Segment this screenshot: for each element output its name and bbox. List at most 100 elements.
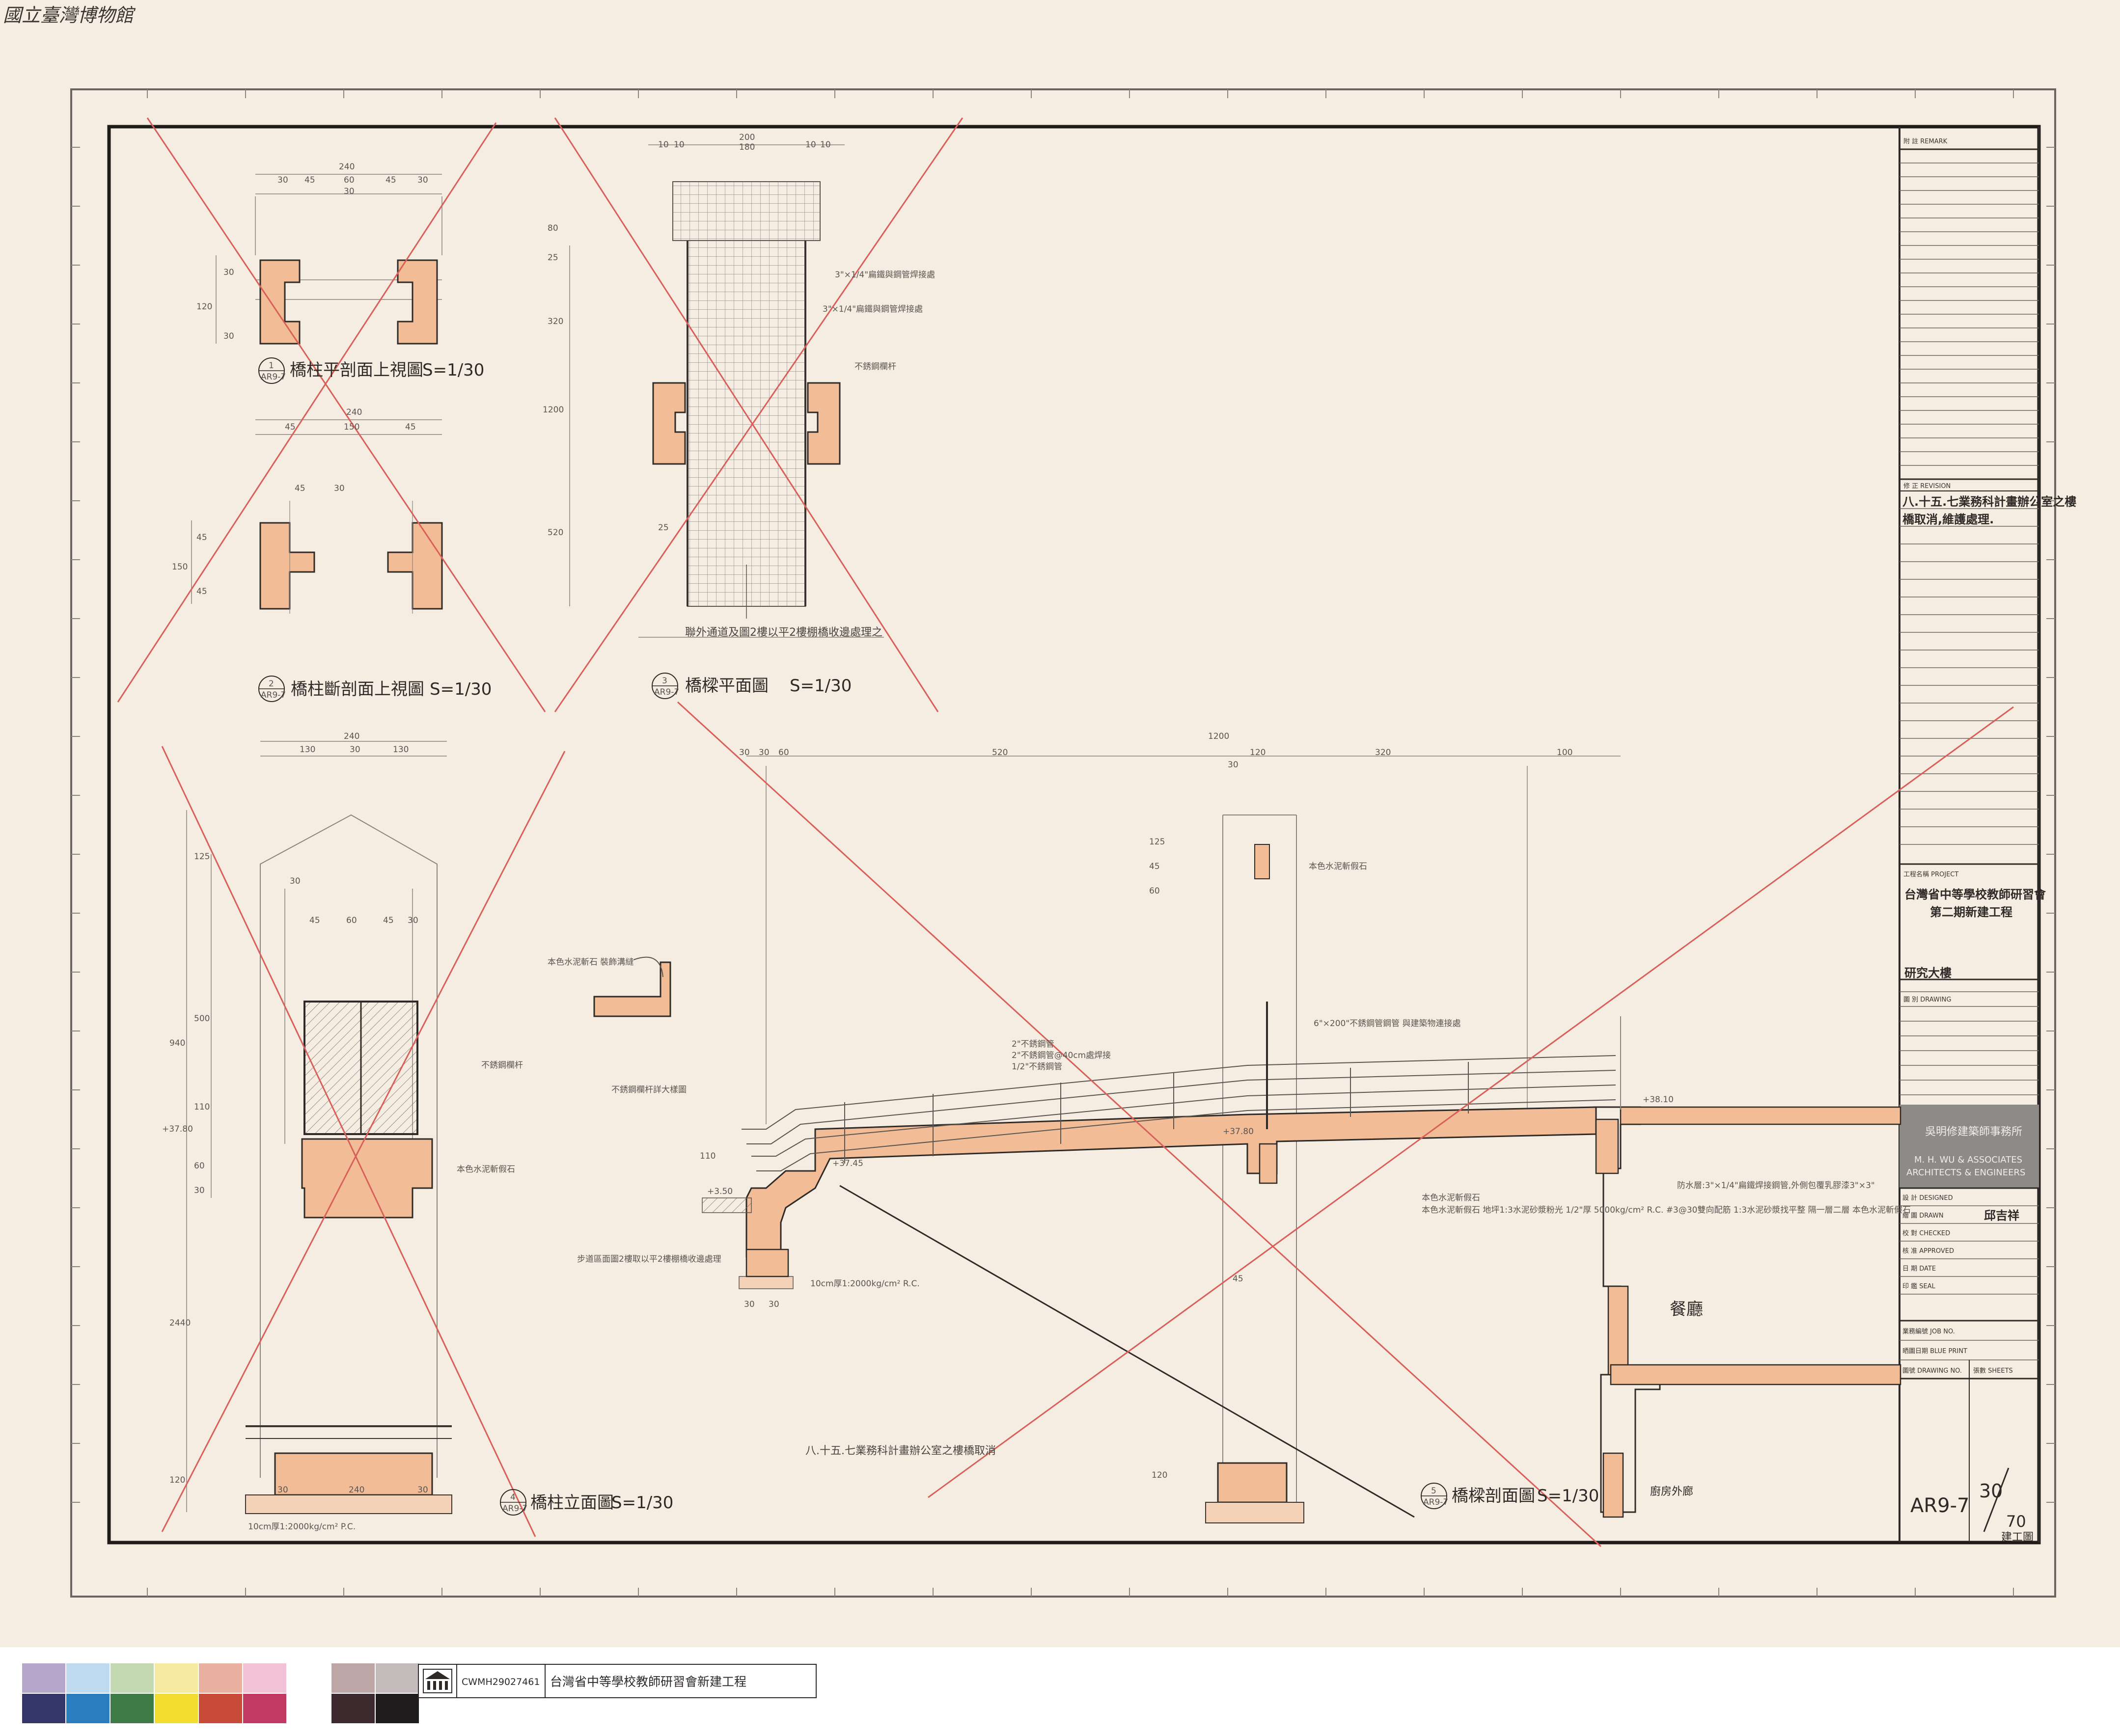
dim-text: 320	[548, 317, 563, 326]
ref-3-sheet: AR9-7	[654, 687, 679, 697]
color-swatch	[287, 1694, 330, 1723]
title-block	[1899, 127, 2040, 1543]
canteen-label: 餐廳	[1670, 1300, 1703, 1319]
dim-text: 200	[739, 133, 755, 142]
dim-text: 45	[383, 916, 394, 925]
museum-stamp: 國立臺灣博物館	[3, 4, 136, 26]
dim-text: 110	[700, 1151, 716, 1161]
dimensions-detail-1: 240 30 45 60 45 30 30 120 30 30	[196, 162, 428, 341]
annotation: 本色水泥斬假石 地坪1:3水泥砂漿粉光 1/2"厚 5000kg/cm² R.C…	[1422, 1205, 1911, 1215]
color-swatch	[287, 1663, 330, 1693]
dim-text: 125	[194, 852, 210, 862]
annotation: 本色水泥斬假石	[457, 1165, 515, 1174]
dim-text: 120	[1250, 748, 1266, 758]
dim-text: 30	[769, 1300, 779, 1309]
level-text: +3.50	[707, 1187, 733, 1196]
detail-4-caption: 4 AR9-7 橋柱立面圖 S=1/30	[500, 1489, 673, 1516]
ref-4-sheet: AR9-7	[502, 1504, 527, 1514]
sheet-number: 30	[1979, 1480, 2003, 1502]
dim-text: 180	[739, 142, 755, 152]
catalog-label: CWMH29027461 台灣省中等學校教師研習會新建工程	[418, 1664, 817, 1698]
annotations: 3"×1/4"扁鐵與鋼管焊接處 3"×1/4"扁鐵與鋼管焊接處 不銹鋼欄杆 本色…	[248, 270, 1911, 1532]
detail-3-bridge-plan	[569, 144, 884, 638]
dim-text: 240	[344, 732, 359, 741]
firm-name-en-2: ARCHITECTS & ENGINEERS	[1906, 1167, 2025, 1178]
annotation: 本色水泥斬石 裝飾溝縫	[548, 957, 633, 967]
annotation: 10cm厚1:2000kg/cm² R.C.	[810, 1279, 920, 1289]
annotation: 防水層:3"×1/4"扁鐵焊接鋼管,外側包覆乳膠漆3"×3"	[1677, 1181, 1875, 1191]
annotation: 3"×1/4"扁鐵與鋼管焊接處	[823, 304, 923, 314]
drawn-value: 邱吉祥	[1984, 1209, 2019, 1222]
level-text: +37.80	[1223, 1127, 1254, 1137]
dim-text: 30	[744, 1300, 755, 1309]
detail-2-caption: 2 AR9-7 橋柱斷剖面上視圖 S=1/30	[258, 676, 492, 702]
detail-4-column-elevation	[186, 741, 452, 1514]
dim-text: 60	[194, 1161, 205, 1171]
annotation: 本色水泥斬假石	[1309, 862, 1367, 871]
dim-text: 45	[196, 533, 207, 542]
dim-text: 30	[277, 1485, 288, 1495]
detail-3-scale: S=1/30	[790, 676, 852, 696]
checked-label: 校 對 CHECKED	[1902, 1229, 1950, 1237]
dim-text: 1200	[543, 405, 564, 415]
dim-text: 100	[1557, 748, 1572, 758]
ref-2-number: 2	[269, 679, 274, 689]
annotation: 不銹鋼欄杆	[481, 1060, 523, 1070]
annotation: 不銹鋼欄杆	[854, 362, 896, 372]
firm-name-cn: 吳明修建築師事務所	[1925, 1126, 2022, 1138]
catalog-caption: 台灣省中等學校教師研習會新建工程	[550, 1675, 746, 1689]
detail-4-scale: S=1/30	[611, 1493, 673, 1513]
dim-text: 2440	[169, 1318, 191, 1328]
dim-text: 30	[194, 1186, 205, 1195]
project-name-1: 台灣省中等學校教師研習會	[1904, 888, 2046, 901]
revision-note-1: 八.十五.七業務科計畫辦公室之樓	[1902, 495, 2076, 509]
detail-1-scale: S=1/30	[422, 360, 484, 380]
detail-2-scale: S=1/30	[430, 679, 492, 699]
dim-text: 940	[169, 1038, 185, 1048]
project-label: 工程名稱 PROJECT	[1903, 870, 1958, 878]
building-name: 研究大樓	[1904, 966, 1952, 980]
annotation: 10cm厚1:2000kg/cm² P.C.	[248, 1522, 356, 1532]
dim-text: 320	[1375, 748, 1391, 758]
seal-label: 印 鑑 SEAL	[1902, 1282, 1936, 1290]
level-text: +38.10	[1643, 1095, 1674, 1105]
blueprint-label: 晒圖日期 BLUE PRINT	[1902, 1348, 1967, 1355]
ref-1-number: 1	[269, 361, 274, 371]
level-text: +37.80	[162, 1124, 193, 1134]
dim-text: 30	[417, 1485, 428, 1495]
level-marks: +37.80 +37.45 +3.50 +38.10 +37.80	[162, 1095, 1674, 1196]
designed-label: 設 計 DESIGNED	[1902, 1194, 1953, 1202]
dim-text: 125	[1149, 837, 1165, 847]
ref-2-sheet: AR9-7	[261, 690, 286, 700]
dim-text: 10	[805, 140, 816, 150]
detail-3-caption: 3 AR9-7 橋樑平面圖 S=1/30	[652, 673, 852, 699]
border-ticks	[71, 89, 2055, 1597]
sheet-total: 70	[2006, 1512, 2026, 1531]
dim-text: 30	[344, 187, 355, 196]
dim-text: 240	[346, 407, 362, 417]
dim-text: 520	[548, 528, 563, 538]
ref-4-number: 4	[510, 1492, 516, 1502]
annotation: 不銹鋼欄杆詳大樣圖	[611, 1085, 687, 1095]
color-swatch	[155, 1663, 198, 1693]
sheets-label: 張數 SHEETS	[1973, 1367, 2013, 1375]
dim-text: 45	[1149, 862, 1160, 871]
dim-text: 25	[548, 253, 558, 263]
dim-text: 45	[295, 484, 305, 493]
color-swatch	[199, 1663, 242, 1693]
drawn-label: 繪 圖 DRAWN	[1902, 1212, 1944, 1220]
dim-text: 45	[196, 587, 207, 597]
annotation: 2"不銹鋼管	[1012, 1039, 1054, 1049]
color-swatch	[155, 1694, 198, 1723]
annotation: 步道區面圖2樓取以平2樓棚橋收邊處理	[577, 1254, 721, 1264]
detail-5-bridge-section	[702, 756, 1901, 1523]
dim-text: 120	[1152, 1470, 1167, 1480]
corridor-label: 廚房外廊	[1650, 1486, 1693, 1498]
dim-text: 240	[339, 162, 355, 172]
detail-3-title: 橋樑平面圖	[685, 676, 769, 696]
dim-text: 45	[304, 175, 315, 185]
remark-label: 附 註 REMARK	[1903, 138, 1948, 145]
dim-text: 130	[300, 745, 315, 755]
dimensions-detail-2: 240 45 150 45 45 30 150 45 45	[172, 407, 416, 597]
dim-text: 30	[350, 745, 360, 755]
